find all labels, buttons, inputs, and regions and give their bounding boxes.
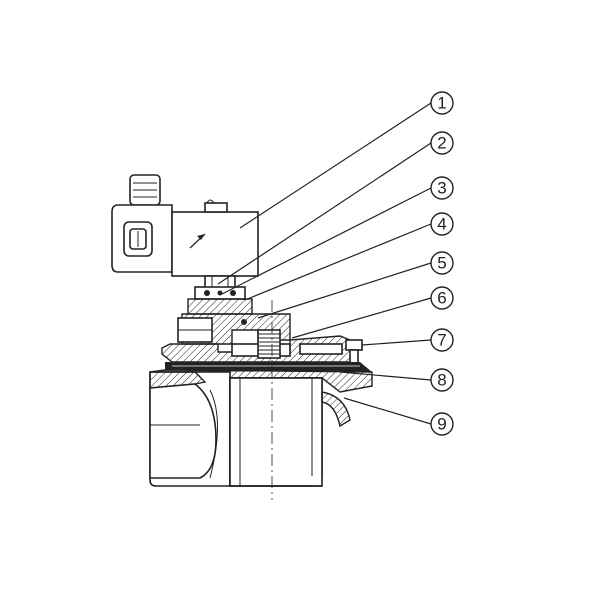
callout-label: 8 [437,371,446,390]
connector-plug [111,174,173,273]
callout-label: 1 [437,94,446,113]
callout-7: 7 [430,328,454,352]
callout-2: 2 [430,131,454,155]
callout-label: 4 [437,215,446,234]
callout-1: 1 [430,91,454,115]
diaphragm [165,362,372,372]
callout-label: 5 [437,254,446,273]
callout-9: 9 [430,412,454,436]
callout-8: 8 [430,368,454,392]
armature-stem [187,275,253,315]
callout-4: 4 [430,212,454,236]
leader-lines [217,102,432,425]
callout-5: 5 [430,251,454,275]
callout-6: 6 [430,286,454,310]
callout-label: 2 [437,134,446,153]
callout-label: 9 [437,415,446,434]
valve-body [149,300,373,500]
callout-3: 3 [430,176,454,200]
callout-label: 3 [437,179,446,198]
callout-label: 7 [437,331,446,350]
callout-label: 6 [437,289,446,308]
valve-cover [161,329,363,365]
solenoid-coil [171,199,259,277]
